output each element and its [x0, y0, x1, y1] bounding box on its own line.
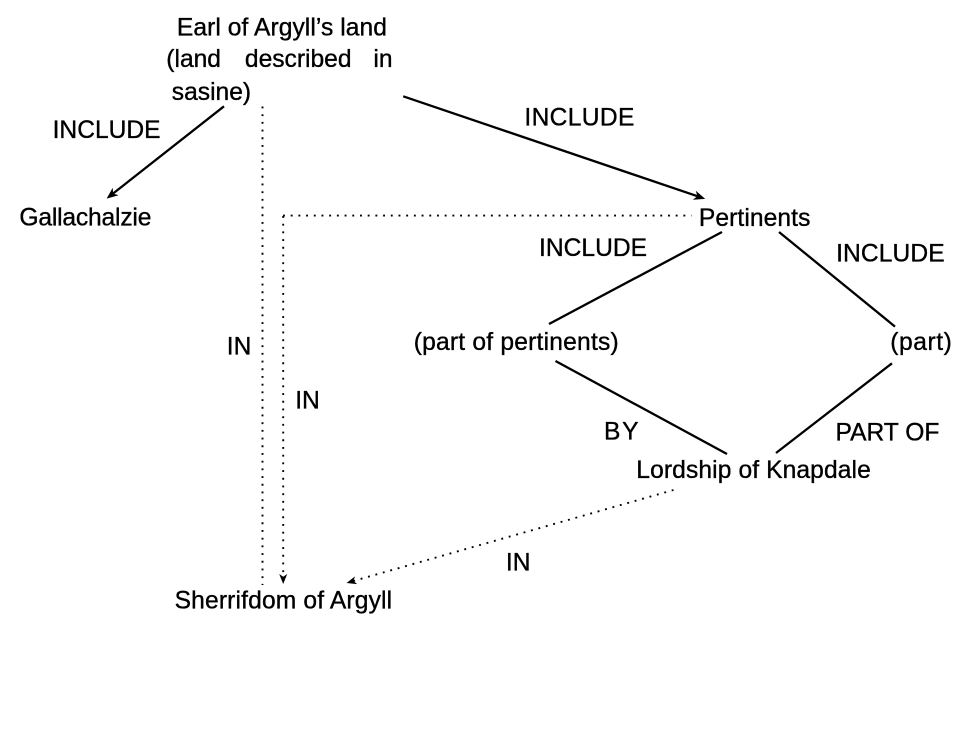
svg-text:INCLUDE: INCLUDE	[524, 105, 634, 132]
svg-text:BY: BY	[604, 419, 639, 446]
svg-text:INCLUDE: INCLUDE	[539, 235, 647, 262]
svg-text:IN: IN	[506, 550, 531, 577]
svg-text:sasine): sasine)	[172, 79, 251, 106]
svg-text:Gallachalzie: Gallachalzie	[19, 205, 151, 232]
svg-text:in: in	[373, 46, 392, 73]
svg-text:PART OF: PART OF	[836, 420, 940, 447]
svg-text:INCLUDE: INCLUDE	[836, 241, 945, 268]
svg-text:IN: IN	[295, 387, 320, 414]
svg-text:Lordship of Knapdale: Lordship of Knapdale	[636, 457, 871, 484]
svg-text:Earl of Argyll’s land: Earl of Argyll’s land	[177, 15, 387, 42]
svg-text:(part of pertinents): (part of pertinents)	[414, 329, 619, 356]
svg-text:(part): (part)	[890, 329, 952, 356]
svg-text:IN: IN	[227, 333, 252, 360]
svg-text:Pertinents: Pertinents	[699, 205, 811, 232]
svg-text:(land: (land	[166, 46, 221, 73]
svg-text:described: described	[245, 46, 352, 73]
svg-text:INCLUDE: INCLUDE	[53, 117, 161, 144]
svg-text:Sherrifdom of Argyll: Sherrifdom of Argyll	[175, 588, 393, 615]
